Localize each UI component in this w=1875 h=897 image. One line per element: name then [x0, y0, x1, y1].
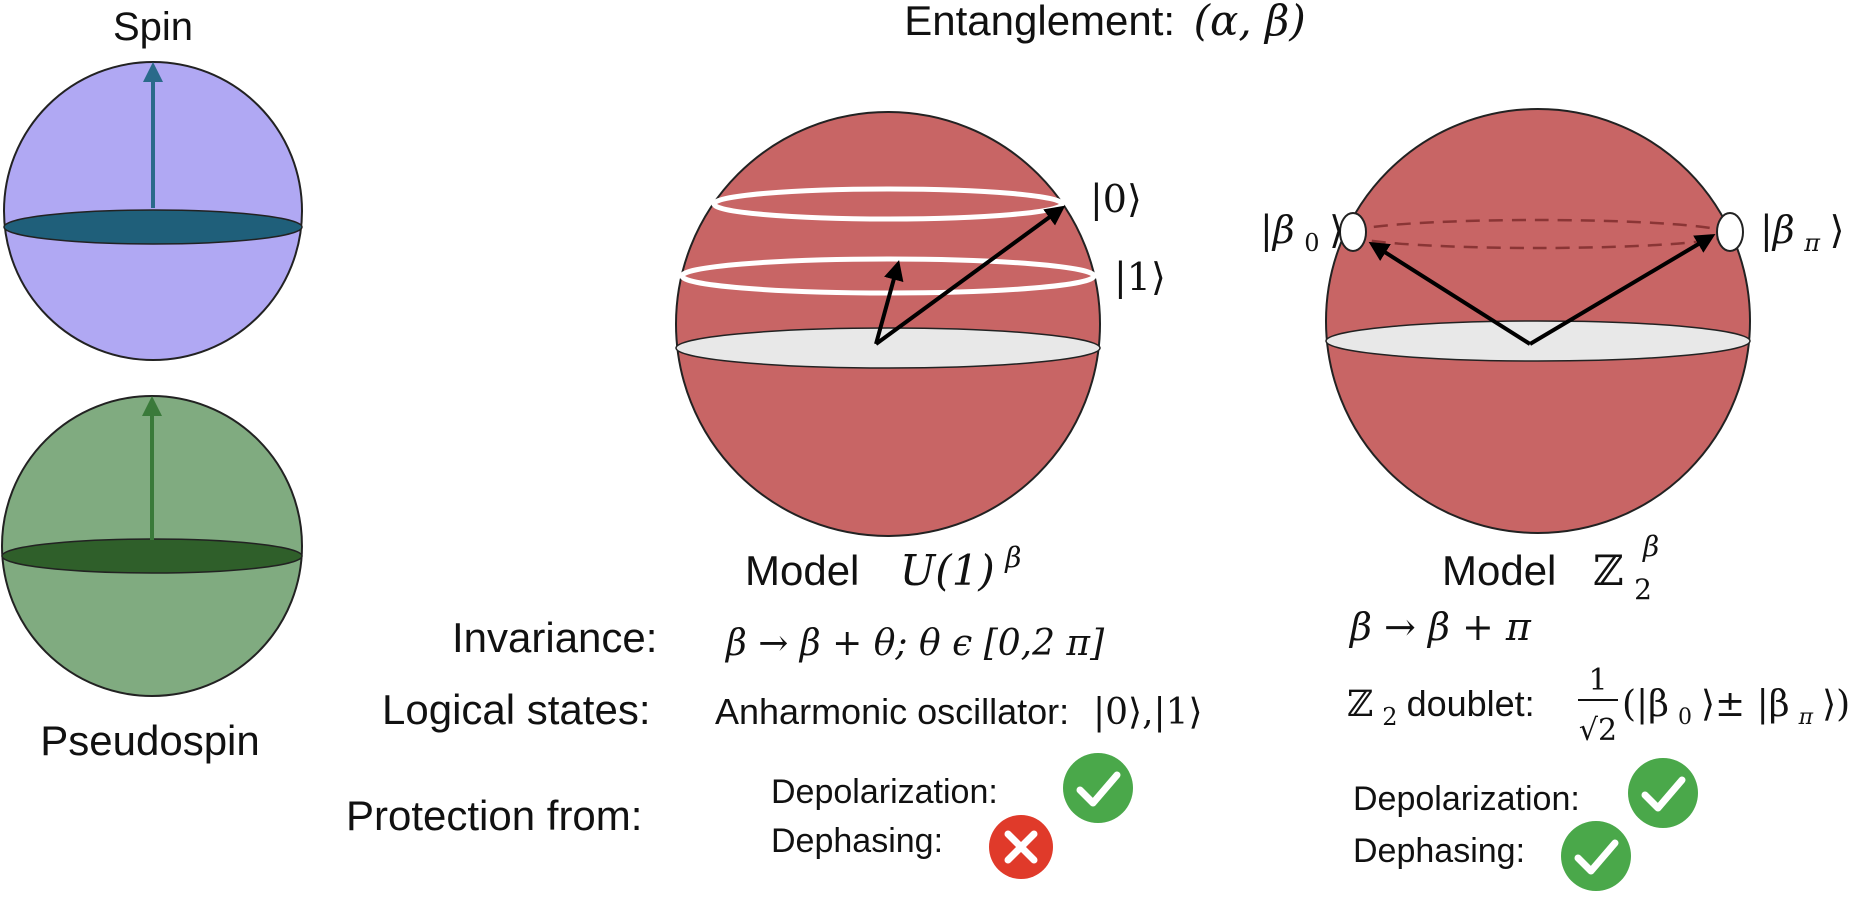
z2-model-title: Model ℤ 2	[1442, 546, 1652, 606]
z2-group-base: ℤ	[1593, 546, 1624, 595]
u1-logical-states: |0⟩,|1⟩	[1093, 692, 1203, 733]
z2-invariance-expr: β → β + π	[1348, 605, 1532, 649]
z2-state-right-base: |β	[1760, 208, 1795, 252]
z2-depolarization-label: Depolarization:	[1353, 780, 1580, 818]
u1-dephasing-cross-icon	[989, 815, 1053, 879]
u1-sphere	[675, 111, 1101, 537]
pseudospin-equator	[1, 538, 303, 574]
u1-state0-label: |0⟩	[1090, 177, 1142, 221]
z2-arrow-left	[1368, 241, 1532, 346]
z2-doublet-expr-end: ⟩)	[1822, 684, 1850, 725]
u1-group-base: U(1)	[900, 546, 995, 595]
z2-doublet-expr-sub0: 0	[1678, 705, 1692, 730]
spin-title: Spin	[113, 5, 193, 49]
pseudospin-title: Pseudospin	[40, 717, 260, 764]
z2-state-left-close: ⟩	[1329, 208, 1344, 252]
z2-depolarization-check-icon	[1628, 758, 1698, 828]
u1-model-word: Model	[745, 547, 859, 594]
z2-state-left-sub: 0	[1304, 229, 1319, 257]
logical-states-label: Logical states:	[382, 686, 651, 733]
u1-equator-disk	[675, 327, 1101, 369]
z2-frac-num: 1	[1588, 663, 1607, 698]
u1-dephasing-label: Dephasing:	[771, 822, 943, 860]
z2-doublet-text: doublet:	[1407, 683, 1535, 724]
z2-doublet-expr: (|β 0 ⟩± |β π ⟩)	[1622, 684, 1850, 732]
z2-doublet-label: ℤ 2 doublet:	[1347, 683, 1535, 733]
u1-invariance-expr: β → β + θ; θ ϵ [0,2 π]	[724, 623, 1105, 664]
z2-arrow-right	[1528, 233, 1716, 346]
z2-frac-den: √2	[1579, 713, 1617, 748]
u1-depolarization-check-icon	[1063, 753, 1133, 823]
invariance-label: Invariance:	[452, 614, 657, 661]
z2-dephasing-check-icon	[1561, 821, 1631, 891]
z2-state-left-label: |β 0 ⟩	[1260, 208, 1344, 260]
u1-arrow-short	[874, 260, 904, 345]
protection-label: Protection from:	[346, 792, 642, 839]
u1-arrow-long	[874, 205, 1066, 346]
u1-state1-label: |1⟩	[1114, 255, 1166, 299]
u1-ring-0	[711, 186, 1065, 222]
z2-group-sub: 2	[1634, 573, 1652, 606]
z2-state-right-label: |β π ⟩	[1760, 208, 1844, 260]
u1-logical-text: Anharmonic oscillator:	[715, 691, 1069, 732]
z2-group-sup: β	[1642, 530, 1659, 563]
z2-state-right-close: ⟩	[1830, 208, 1845, 252]
z2-doublet-sub: 2	[1382, 703, 1397, 731]
u1-group-sup: β	[1004, 541, 1021, 574]
z2-doublet-expr-mid: ⟩± |β	[1701, 684, 1790, 725]
u1-depolarization-label: Depolarization:	[771, 773, 998, 811]
z2-doublet-expr-start: (|β	[1622, 684, 1669, 725]
entanglement-params: (α, β)	[1194, 0, 1306, 45]
z2-node-left	[1339, 212, 1367, 252]
z2-doublet-base: ℤ	[1347, 684, 1373, 725]
spin-equator	[3, 209, 303, 245]
z2-model-word: Model	[1442, 547, 1556, 594]
z2-doublet-expr-subpi: π	[1798, 705, 1814, 730]
entanglement-title: Entanglement: (α, β)	[904, 0, 1305, 45]
z2-state-right-sub: π	[1803, 229, 1821, 257]
z2-state-left-base: |β	[1260, 208, 1295, 252]
u1-model-title: Model U(1) β	[745, 541, 1021, 595]
z2-dephasing-label: Dephasing:	[1353, 832, 1525, 870]
entanglement-label: Entanglement:	[904, 0, 1175, 44]
z2-node-right	[1716, 212, 1744, 252]
